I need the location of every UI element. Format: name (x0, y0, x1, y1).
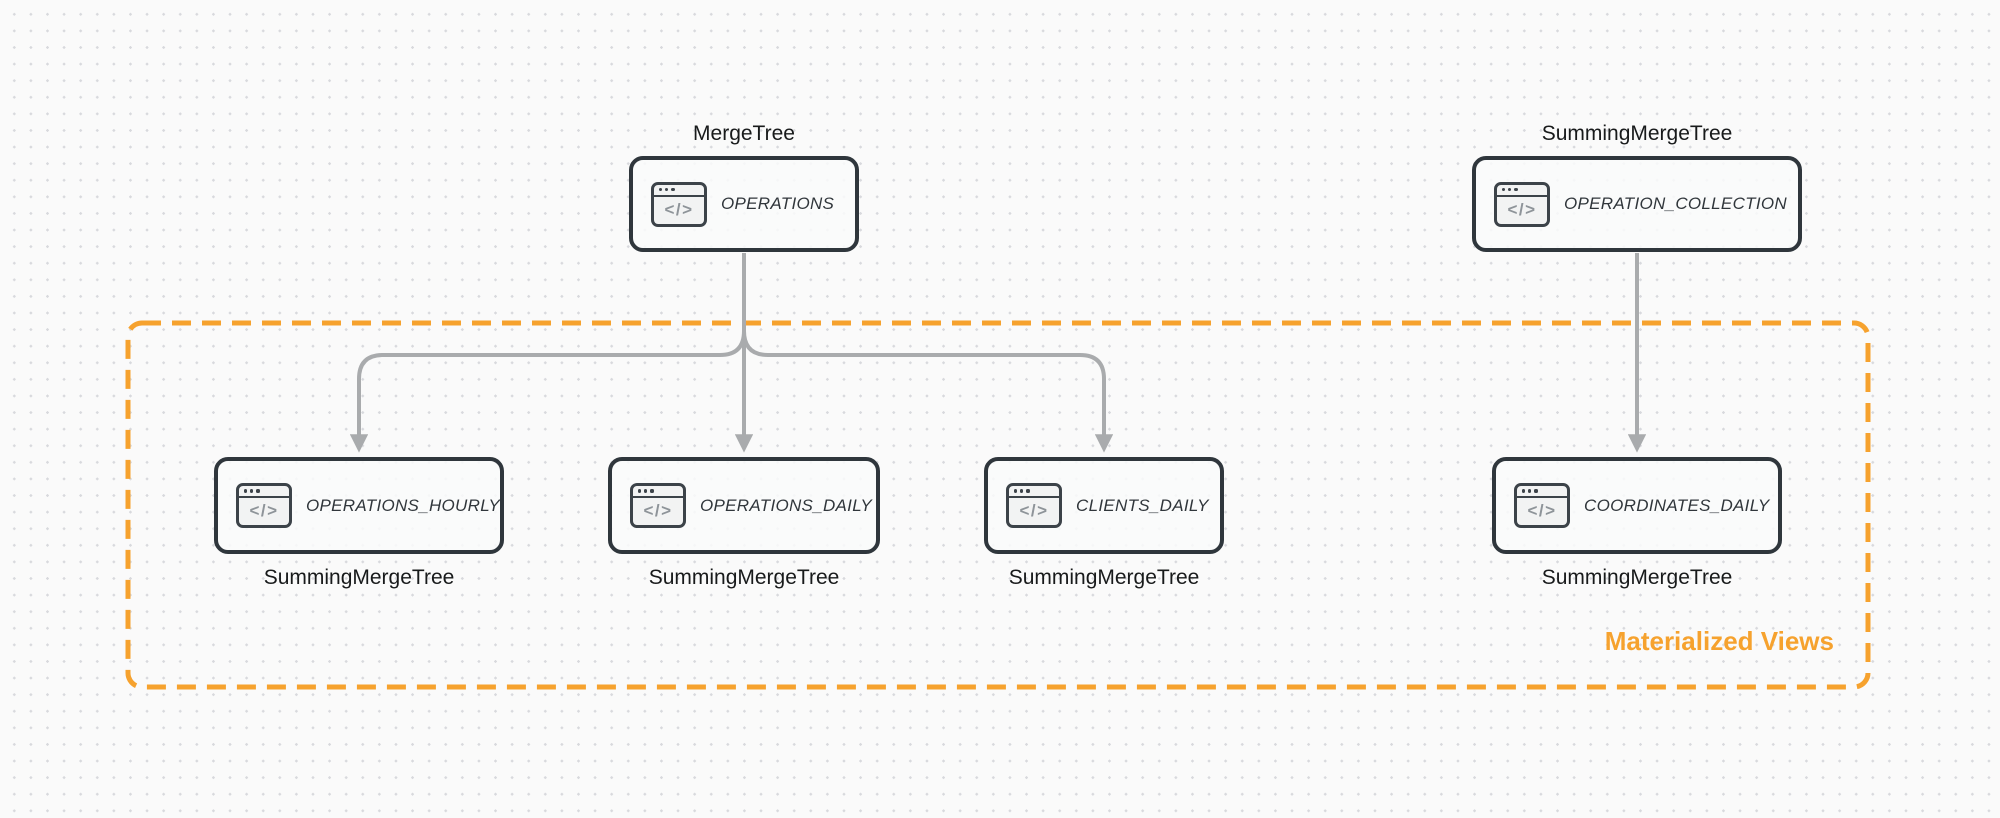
engine-label-operations-daily: SummingMergeTree (648, 566, 840, 589)
table-node-coordinates-daily[interactable]: </> COORDINATES_DAILY (1492, 457, 1782, 554)
table-node-clients-daily[interactable]: </> CLIENTS_DAILY (984, 457, 1224, 554)
window-dots-icon (1517, 486, 1567, 498)
table-node-operations-hourly[interactable]: </> OPERATIONS_HOURLY (214, 457, 504, 554)
code-window-icon: </> (630, 483, 686, 528)
engine-label-coordinates-daily: SummingMergeTree (1541, 566, 1733, 589)
engine-label-operation-collection: SummingMergeTree (1541, 122, 1733, 145)
table-node-operations-daily[interactable]: </> OPERATIONS_DAILY (608, 457, 880, 554)
materialized-views-caption: Materialized Views (1604, 626, 1834, 656)
materialized-views-group-outline (125, 320, 1871, 690)
code-window-icon: </> (1514, 483, 1570, 528)
window-dots-icon (654, 185, 704, 197)
table-name: COORDINATES_DAILY (1584, 495, 1770, 515)
code-glyph: </> (249, 501, 279, 520)
code-glyph: </> (1527, 501, 1557, 520)
code-glyph: </> (664, 199, 694, 219)
edge-operations-to-operations-hourly (349, 253, 746, 453)
edge-operations-to-clients-daily (742, 253, 1114, 453)
table-name: OPERATIONS_HOURLY (306, 495, 501, 515)
window-dots-icon (633, 486, 683, 498)
window-dots-icon (239, 486, 289, 498)
table-name: CLIENTS_DAILY (1076, 495, 1209, 515)
table-name: OPERATION_COLLECTION (1564, 194, 1787, 213)
code-glyph: </> (1507, 199, 1537, 219)
table-node-operations[interactable]: </> OPERATIONS (629, 156, 859, 252)
window-dots-icon (1497, 185, 1547, 197)
code-glyph: </> (643, 501, 673, 520)
table-name: OPERATIONS (721, 194, 835, 213)
table-node-operation-collection[interactable]: </> OPERATION_COLLECTION (1472, 156, 1802, 252)
code-window-icon: </> (236, 483, 292, 528)
code-window-icon: </> (651, 181, 707, 227)
code-window-icon: </> (1494, 181, 1550, 227)
engine-label-clients-daily: SummingMergeTree (1008, 566, 1200, 589)
engine-label-operations: MergeTree (693, 122, 795, 145)
code-glyph: </> (1019, 501, 1049, 520)
window-dots-icon (1009, 486, 1059, 498)
code-window-icon: </> (1006, 483, 1062, 528)
table-name: OPERATIONS_DAILY (700, 495, 873, 515)
engine-label-operations-hourly: SummingMergeTree (263, 566, 455, 589)
